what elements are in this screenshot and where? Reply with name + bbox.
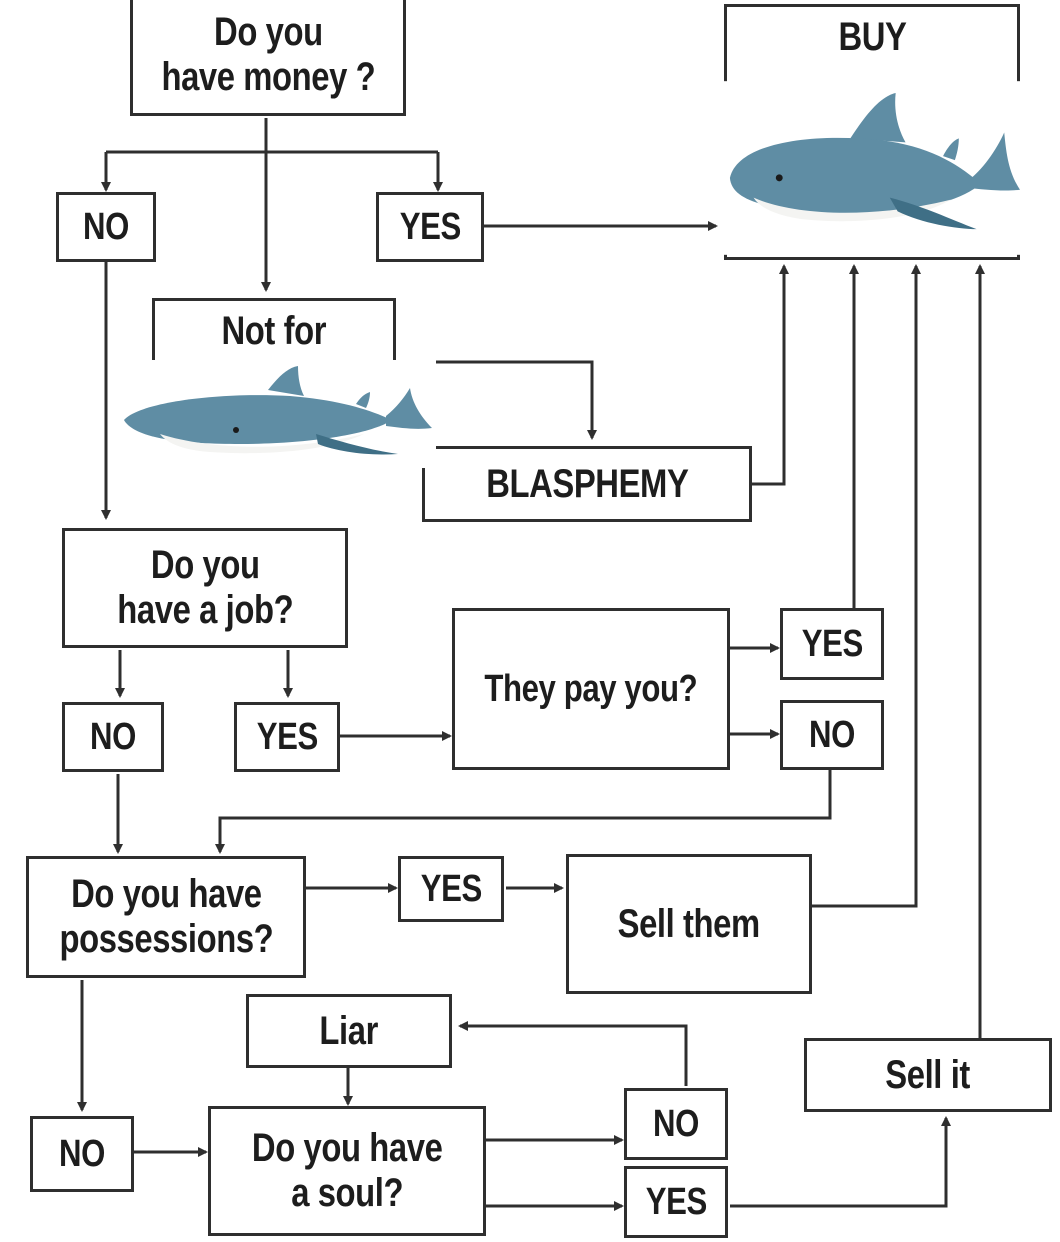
buy-text: BUY [837,15,907,59]
possessions-no-text: NO [59,1132,105,1175]
soul-yes-text: YES [645,1180,707,1223]
possessions-question-text: Do you have possessions? [59,872,273,961]
connector-payno-to-possessions [215,770,832,854]
no-job-text: NO [90,715,136,758]
not-for-text: Not for [221,309,327,353]
sell-them-box: Sell them [566,854,812,994]
job-question-box: Do you have a job? [62,528,348,648]
no-money-box: NO [56,192,156,262]
not-for-shark-pectoral-fin [316,434,398,455]
no-job-box: NO [62,702,164,772]
yes-job-box: YES [234,702,340,772]
possessions-yes-box: YES [398,856,504,922]
connector-soulno-to-liar [458,1021,688,1086]
not-for-shark-eye [233,427,239,433]
soul-question-box: Do you have a soul? [208,1106,486,1236]
buy-shark-image [724,81,1020,255]
sell-it-box: Sell it [804,1038,1052,1112]
sell-it-text: Sell it [885,1052,971,1097]
buy-shark-eye [775,174,783,182]
possessions-no-box: NO [30,1116,134,1192]
liar-text: Liar [319,1008,379,1053]
not-for-shark-image [120,360,436,468]
yes-money-box: YES [376,192,484,262]
pay-yes-box: YES [780,608,884,680]
blasphemy-text: BLASPHEMY [485,461,689,506]
soul-no-box: NO [624,1088,728,1160]
not-for-shark-tail [386,388,432,429]
buy-shark-pectoral-fin [889,197,977,230]
connector-soulyes-to-sellit [730,1116,951,1208]
job-question-text: Do you have a job? [117,543,293,632]
blasphemy-box: BLASPHEMY [422,446,752,522]
connector-sell-to-buy [812,264,921,908]
liar-box: Liar [246,994,452,1068]
not-for-shark-belly [160,434,364,454]
not-for-shark-small-fin [356,392,370,408]
possessions-yes-text: YES [420,867,482,910]
pay-no-text: NO [809,713,855,756]
buy-shark-tail [966,132,1020,191]
yes-money-text: YES [399,205,461,248]
sell-them-text: Sell them [617,901,761,946]
pay-yes-text: YES [801,622,863,665]
possessions-question-box: Do you have possessions? [26,856,306,978]
no-money-text: NO [83,205,129,248]
not-for-shark-dorsal-fin [268,366,304,396]
buy-shark-body [729,137,981,215]
buy-shark-dorsal-fin [850,93,906,143]
not-for-shark-body [124,395,392,444]
soul-question-text: Do you have a soul? [251,1126,443,1215]
money-question-box: Do you have money ? [130,0,406,116]
connector-blasphemy-to-buy [752,264,789,486]
pay-question-box: They pay you? [452,608,730,770]
buy-shark-belly [753,197,951,222]
yes-job-text: YES [256,715,318,758]
soul-no-text: NO [653,1102,699,1145]
soul-yes-box: YES [624,1166,728,1238]
pay-question-text: They pay you? [484,667,698,710]
connector-notfor-to-blasphemy [396,360,597,440]
buy-shark-small-fin [943,138,959,161]
money-question-text: Do you have money ? [161,10,375,99]
pay-no-box: NO [780,700,884,770]
